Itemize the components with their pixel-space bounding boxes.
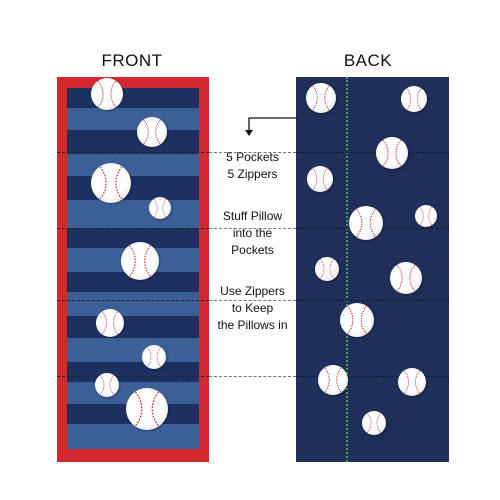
- label-line: 5 Zippers: [227, 167, 278, 181]
- stripe: [67, 424, 199, 449]
- baseball-icon: [318, 365, 348, 395]
- baseball-icon: [126, 388, 168, 430]
- baseball-icon: [401, 86, 427, 112]
- baseball-icon: [91, 163, 131, 203]
- stripe: [67, 130, 199, 154]
- stripe: [67, 154, 199, 176]
- baseball-icon: [390, 262, 422, 294]
- front-pocket-divider: [57, 376, 209, 377]
- connector-dotted-line: [209, 228, 296, 229]
- front-panel: [57, 77, 209, 462]
- use-zippers-label: Use Zippers to Keep the Pillows in: [205, 283, 300, 334]
- baseball-icon: [96, 309, 124, 337]
- baseball-icon: [315, 257, 339, 281]
- baseball-icon: [376, 137, 408, 169]
- baseball-icon: [121, 242, 159, 280]
- stuff-pillow-label: Stuff Pillow into the Pockets: [205, 208, 300, 259]
- front-pocket-divider: [57, 300, 209, 301]
- stripe: [67, 88, 199, 108]
- connector-dotted-line: [209, 152, 296, 153]
- baseball-icon: [349, 206, 383, 240]
- label-line: to Keep: [231, 301, 274, 315]
- back-pocket-divider: [296, 376, 449, 377]
- stripe: [67, 272, 199, 292]
- baseball-icon: [306, 83, 336, 113]
- label-line: 5 Pockets: [226, 150, 279, 164]
- stripe: [67, 338, 199, 362]
- label-line: the Pillows in: [217, 318, 288, 332]
- stripe: [67, 108, 199, 130]
- stripe: [67, 228, 199, 248]
- baseball-icon: [137, 117, 167, 147]
- baseball-icon: [142, 345, 166, 369]
- back-pocket-divider: [296, 152, 449, 153]
- baseball-icon: [398, 368, 426, 396]
- baseball-icon: [362, 411, 386, 435]
- stripe: [67, 362, 199, 382]
- stripe: [67, 200, 199, 228]
- label-line: Stuff Pillow: [222, 209, 283, 223]
- baseball-icon: [95, 373, 119, 397]
- label-line: into the: [232, 226, 273, 240]
- stripe: [67, 316, 199, 338]
- front-pocket-divider: [57, 152, 209, 153]
- baseball-icon: [415, 205, 437, 227]
- stripe: [67, 176, 199, 200]
- center-seam: [346, 77, 348, 462]
- baseball-icon: [149, 197, 171, 219]
- connector-dotted-line: [209, 376, 296, 377]
- front-stripes: [67, 88, 199, 449]
- stripe: [67, 292, 199, 316]
- front-title: FRONT: [101, 51, 163, 70]
- label-line: Pockets: [231, 243, 274, 257]
- connector-dotted-line: [209, 300, 296, 301]
- baseball-icon: [91, 78, 123, 110]
- baseball-icon: [340, 303, 374, 337]
- baseball-icon: [307, 166, 333, 192]
- label-line: Use Zippers: [220, 284, 285, 298]
- back-title: BACK: [343, 51, 393, 70]
- front-pocket-divider: [57, 228, 209, 229]
- back-pocket-divider: [296, 300, 449, 301]
- pockets-zippers-label: 5 Pockets 5 Zippers: [205, 149, 300, 183]
- arrow-icon: [245, 117, 298, 136]
